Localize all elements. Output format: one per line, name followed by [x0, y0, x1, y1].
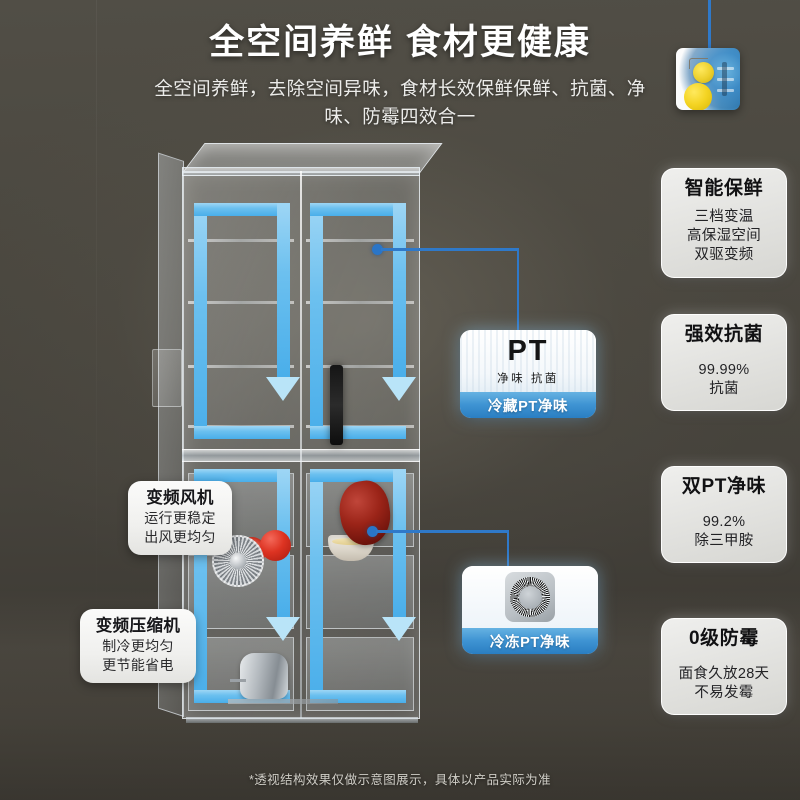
background-wall-seam	[96, 0, 97, 640]
feature-card-line: 面食久放28天	[678, 665, 770, 682]
product-inset-photo	[676, 48, 740, 110]
badge-label-freezer-pt: 冷冻PT净味	[462, 628, 598, 654]
feature-card-title: 智能保鲜	[684, 178, 764, 199]
airflow-arrow-fridge-left	[194, 203, 300, 439]
badge-freezer-pt[interactable]: 冷冻PT净味	[462, 566, 598, 654]
pt-logo-face: PT 净味 抗菌	[460, 330, 596, 392]
fridge-door-bin	[152, 349, 182, 407]
feature-card-line: 抗菌	[709, 381, 739, 398]
refrigerator-illustration	[150, 143, 450, 743]
feature-card-line: 99.2%	[702, 513, 746, 530]
pt-module-icon	[330, 365, 343, 445]
lemon-hook-icon	[688, 57, 708, 69]
page-title: 全空间养鲜 食材更健康	[209, 23, 591, 62]
feature-card-title: 0级防霉	[689, 628, 759, 649]
feature-card-title: 双PT净味	[681, 476, 767, 497]
fridge-shelf	[188, 301, 294, 304]
feature-card-line: 99.99%	[698, 361, 750, 378]
disclaimer-text: *透视结构效果仅做示意图展示，具体以产品实际为准	[249, 773, 551, 787]
fridge-shelf	[306, 301, 414, 304]
lemon-icon	[683, 82, 712, 110]
fridge-base	[186, 717, 418, 723]
pt-disc-icon	[462, 566, 598, 628]
feature-card-smart-fresh[interactable]: 智能保鲜 三档变温 高保湿空间 双驱变频	[661, 168, 787, 278]
feature-card-body: 99.2% 除三甲胺	[668, 513, 780, 552]
pt-disc-ring	[510, 577, 550, 617]
callout-compressor-line-2: 更节能省电	[102, 656, 174, 673]
pt-logo-text: PT	[507, 334, 549, 367]
feature-card-body: 面食久放28天 不易发霉	[668, 665, 780, 704]
badge-label-fridge-pt: 冷藏PT净味	[460, 392, 596, 418]
feature-card-title: 强效抗菌	[684, 324, 764, 345]
fridge-shelf	[306, 239, 414, 242]
feature-card-dual-pt[interactable]: 双PT净味 99.2% 除三甲胺	[661, 466, 787, 564]
inset-photo-image	[676, 48, 740, 110]
compressor-icon	[230, 653, 288, 699]
callout-compressor-line-1: 制冷更均匀	[102, 637, 174, 654]
callout-compressor[interactable]: 变频压缩机 制冷更均匀 更节能省电	[80, 609, 196, 684]
callout-fan[interactable]: 变频风机 运行更稳定 出风更均匀	[128, 481, 232, 556]
badge-fridge-pt[interactable]: PT 净味 抗菌 冷藏PT净味	[460, 330, 596, 418]
feature-card-body: 三档变温 高保湿空间 双驱变频	[668, 208, 780, 266]
callout-fan-title: 变频风机	[146, 489, 214, 507]
feature-card-antibacterial[interactable]: 强效抗菌 99.99% 抗菌	[661, 314, 787, 412]
pt-disc-core	[518, 585, 542, 609]
feature-card-body: 99.99% 抗菌	[668, 361, 780, 400]
connector-fridge-pt	[372, 244, 522, 335]
connector-freezer-pt	[367, 526, 512, 583]
feature-card-line: 不易发霉	[694, 685, 754, 702]
pt-logo-subtext: 净味 抗菌	[497, 372, 559, 385]
pt-disc-outer	[505, 572, 555, 622]
fridge-shelf	[188, 239, 294, 242]
compressor-base	[228, 699, 338, 704]
feature-card-antimold[interactable]: 0级防霉 面食久放28天 不易发霉	[661, 618, 787, 716]
feature-card-line: 三档变温	[694, 208, 754, 225]
page-subtitle: 全空间养鲜，去除空间异味，食材长效保鲜保鲜、抗菌、净味、防霉四效合一	[154, 78, 646, 127]
fridge-door-split	[300, 171, 302, 719]
lemon-tag-icon	[692, 61, 714, 83]
callout-compressor-title: 变频压缩机	[95, 617, 181, 635]
feature-card-line: 除三甲胺	[694, 533, 754, 550]
inset-connector-line	[708, 0, 711, 50]
feature-card-line: 双驱变频	[694, 247, 754, 264]
feature-card-line: 高保湿空间	[687, 228, 761, 245]
callout-fan-line-2: 出风更均匀	[144, 528, 216, 545]
callout-fan-line-1: 运行更稳定	[144, 509, 216, 526]
header: 全空间养鲜 食材更健康 全空间养鲜，去除空间异味，食材长效保鲜保鲜、抗菌、净味、…	[0, 22, 800, 130]
inset-module-bar	[722, 61, 728, 97]
fridge-shelf	[188, 365, 294, 368]
fridge-shelf	[306, 365, 414, 368]
airflow-arrow-fridge-right	[310, 203, 416, 439]
